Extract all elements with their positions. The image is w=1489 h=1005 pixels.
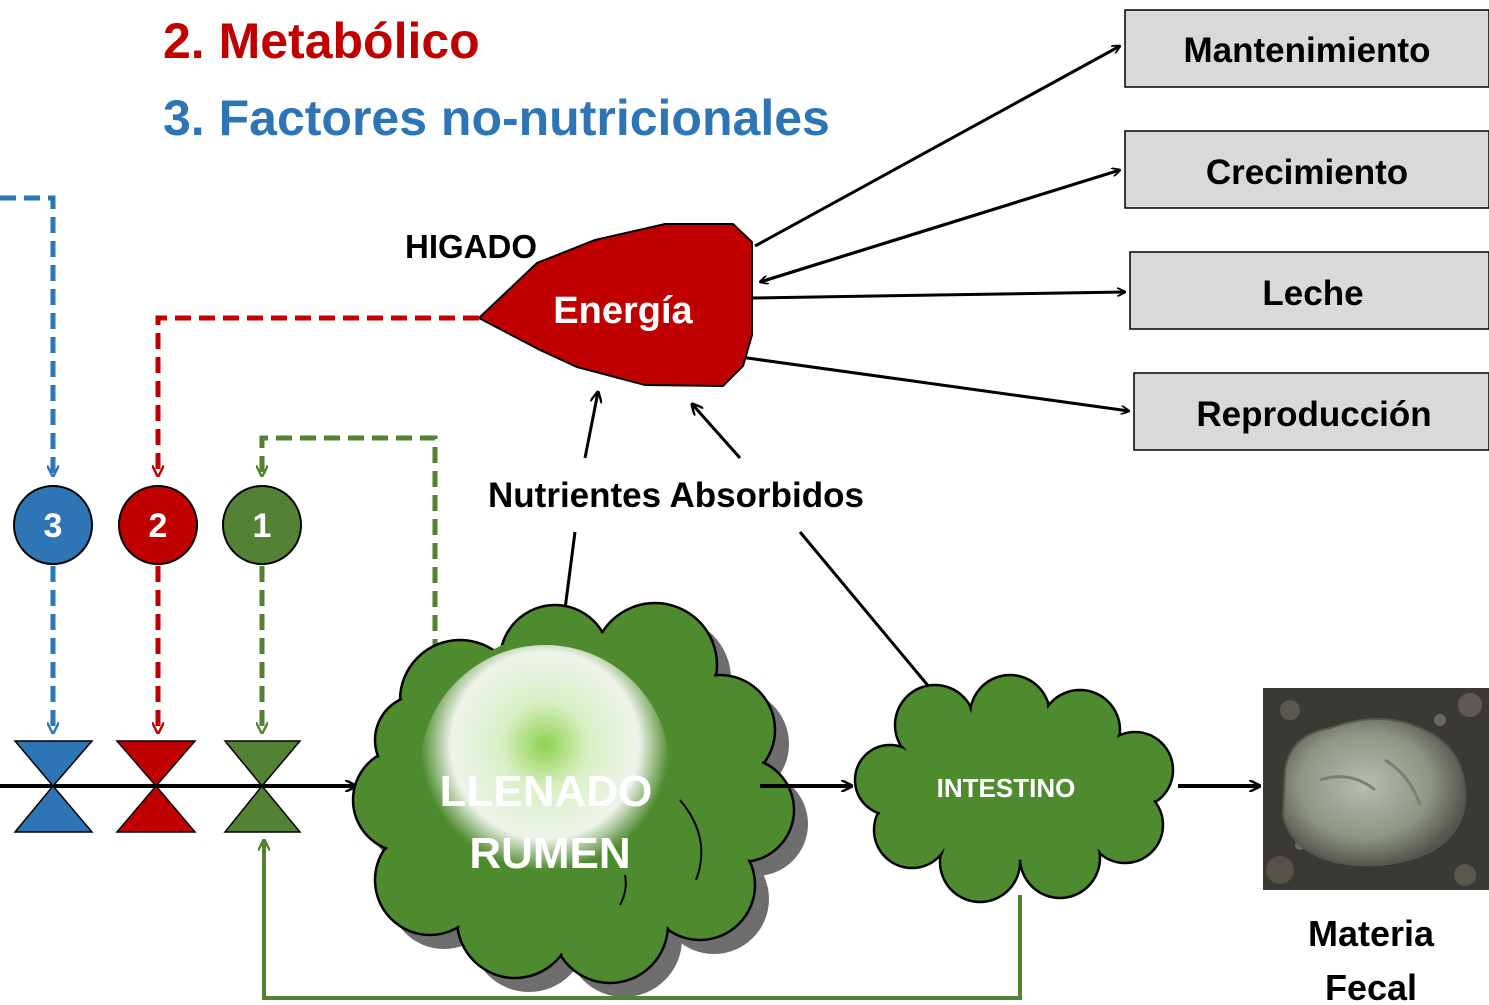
liver-shape — [477, 223, 753, 388]
valve-3 — [13, 740, 94, 833]
rumen-glow — [420, 645, 670, 895]
control-circle-2 — [118, 485, 198, 565]
valve-2 — [115, 740, 197, 833]
control-circle-1 — [222, 485, 302, 565]
output-label-reproduccion: Reproducción — [1196, 395, 1431, 434]
heading-metabolic: 2. Metabólico — [163, 13, 480, 69]
feces-label-line1: Materia — [1308, 913, 1435, 954]
feedback-line-3-top — [0, 195, 53, 476]
output-box-reproduccion — [1133, 372, 1489, 451]
output-label-leche: Leche — [1262, 274, 1363, 313]
heading-non-nutritional: 3. Factores no-nutricionales — [163, 90, 830, 146]
feedback-line-1-top — [262, 435, 438, 655]
output-label-mantenimiento: Mantenimiento — [1184, 31, 1431, 70]
control-number-1: 1 — [253, 507, 272, 545]
intestine-cloud — [853, 673, 1175, 904]
control-number-3: 3 — [44, 507, 63, 545]
control-circle-3 — [13, 485, 93, 565]
intestine-absorption-line — [798, 531, 932, 689]
valve-1 — [223, 740, 302, 833]
intestine-label: INTESTINO — [937, 773, 1076, 803]
rumen-label-line1: LLENADO — [440, 767, 653, 816]
control-number-2: 2 — [149, 507, 168, 545]
liver-title: HIGADO — [405, 228, 537, 265]
output-box-mantenimiento — [1124, 9, 1489, 88]
arrow-to-mantenimiento — [754, 46, 1120, 248]
arrow-to-leche — [751, 292, 1125, 300]
arrow-to-reproduccion — [739, 355, 1129, 411]
output-label-crecimiento: Crecimiento — [1206, 153, 1408, 192]
absorbed-nutrients-label: Nutrientes Absorbidos — [488, 476, 864, 515]
fecal-matter-image — [1263, 688, 1489, 890]
arrow-to-crecimiento — [759, 170, 1120, 284]
recycle-return-arrow — [264, 840, 1022, 1000]
output-box-leche — [1129, 251, 1489, 330]
rumen-absorption-arrow — [583, 392, 598, 459]
output-box-crecimiento — [1124, 130, 1489, 209]
intestine-absorption-arrow — [692, 404, 742, 459]
feces-label-line2: Fecal — [1325, 967, 1417, 1005]
rumen-label-line2: RUMEN — [469, 829, 630, 878]
feedback-line-2-top — [158, 315, 479, 476]
rumen-cloud — [351, 601, 808, 997]
liver-energy-label: Energía — [553, 290, 693, 332]
